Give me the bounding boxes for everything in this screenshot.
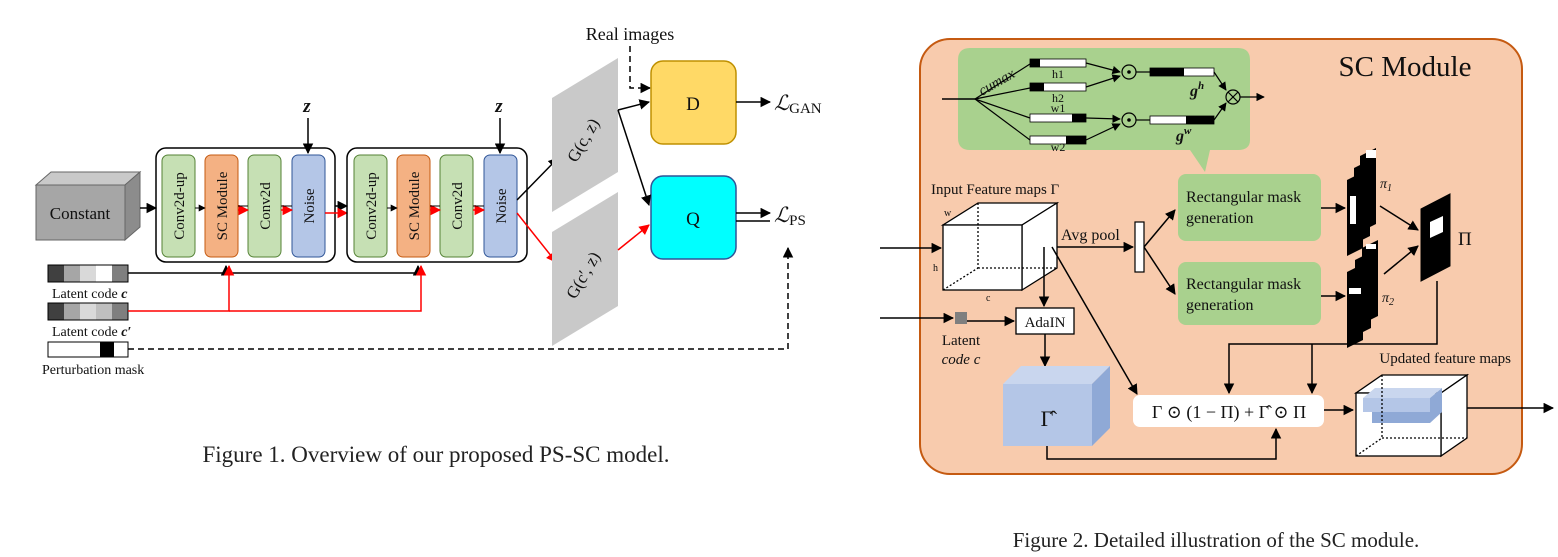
- mask-pi2: [1347, 240, 1378, 348]
- z-label-1: z: [302, 96, 311, 117]
- latent-code-square: [955, 312, 967, 324]
- dim-h: h: [933, 263, 938, 274]
- adain-label: AdaIN: [1025, 315, 1066, 331]
- d-label: D: [686, 94, 700, 115]
- updated-maps-label: Updated feature maps: [1379, 351, 1511, 367]
- constant-label: Constant: [50, 204, 111, 223]
- gh-label: gh: [1189, 80, 1204, 100]
- gen-block-2: [346, 147, 528, 263]
- block2-label-1: SC Module: [407, 171, 423, 240]
- rect2-line2: generation: [1186, 297, 1254, 314]
- perturbation-mask-label: Perturbation mask: [42, 363, 144, 378]
- rect-mask-gen-1: [1178, 174, 1321, 241]
- w2-label: w2: [1051, 140, 1066, 154]
- dim-w: w: [944, 208, 952, 219]
- pi1-label: π1: [1380, 177, 1392, 194]
- mask-combined: [1420, 193, 1451, 282]
- input-maps-label: Input Feature maps Γ: [931, 182, 1060, 198]
- real-images-arrow: [629, 46, 652, 94]
- rect1-line2: generation: [1186, 210, 1254, 227]
- w1-label: w1: [1051, 101, 1066, 115]
- latent-line1: Latent: [942, 333, 981, 349]
- block1-label-0: Conv2d-up: [172, 172, 188, 240]
- block1-label-2: Conv2d: [258, 182, 274, 230]
- formula: Γ ⊙ (1 − Π) + Γ̂ ⊙ Π: [1152, 402, 1306, 423]
- block1-label-3: Noise: [302, 188, 318, 223]
- figure2: SC Module cumax h1 h2 w1 w2 gh gw: [880, 38, 1555, 552]
- generated-image-bottom: [552, 192, 618, 346]
- constant-block: Constant: [34, 170, 142, 242]
- loss-ps: ℒPS: [774, 203, 806, 229]
- block2-label-2: Conv2d: [450, 182, 466, 230]
- z-label-2: z: [494, 96, 503, 117]
- generated-image-top: [552, 58, 618, 212]
- rect2-line1: Rectangular mask: [1186, 276, 1301, 293]
- figure1: Constant Conv2d-up SC Module Conv2d Nois…: [34, 24, 822, 467]
- formula-box: [1133, 395, 1324, 427]
- rect-mask-gen-2: [1178, 262, 1321, 325]
- latent-line2: code c: [942, 352, 981, 368]
- figure1-caption: Figure 1. Overview of our proposed PS-SC…: [203, 442, 670, 467]
- block2-label-3: Noise: [494, 188, 510, 223]
- latent-c-label: Latent code c: [52, 287, 128, 302]
- pooled-vector: [1134, 221, 1145, 273]
- q-label: Q: [686, 209, 700, 230]
- block1-label-1: SC Module: [215, 171, 231, 240]
- gamma-hat-cube: [1003, 366, 1110, 446]
- block2-label-0: Conv2d-up: [364, 172, 380, 240]
- gw-label: gw: [1175, 125, 1192, 145]
- dim-c: c: [986, 293, 991, 304]
- updated-feature-cube: [1353, 373, 1470, 458]
- pi2-label: π2: [1382, 291, 1394, 308]
- big-pi-label: Π: [1458, 229, 1472, 250]
- h1-label: h1: [1052, 67, 1064, 81]
- block1-conv2d-up: [161, 154, 196, 258]
- latent-code-c-prime-bar: [47, 302, 129, 321]
- rect1-line1: Rectangular mask: [1186, 189, 1301, 206]
- avg-pool-label: Avg pool: [1061, 227, 1120, 244]
- figure2-caption: Figure 2. Detailed illustration of the S…: [1013, 528, 1420, 552]
- input-feature-cube: [940, 201, 1060, 292]
- sc-module-title: SC Module: [1339, 51, 1472, 83]
- h2-label: h2: [1052, 91, 1064, 105]
- gen-block-1: [155, 147, 336, 263]
- block2-conv2d-up: [353, 154, 388, 258]
- latent-code-c-bar: [47, 264, 129, 283]
- loss-gan: ℒGAN: [774, 91, 822, 117]
- latent-c-prime-label: Latent code c′: [52, 325, 131, 340]
- real-images-label: Real images: [586, 24, 674, 44]
- q-box: [650, 175, 737, 260]
- perturbation-arrow: [128, 246, 794, 350]
- perturbation-mask-bar: [47, 341, 129, 358]
- mask-pi1: [1347, 148, 1376, 256]
- gamma-hat-label: Γ̂: [1041, 406, 1058, 431]
